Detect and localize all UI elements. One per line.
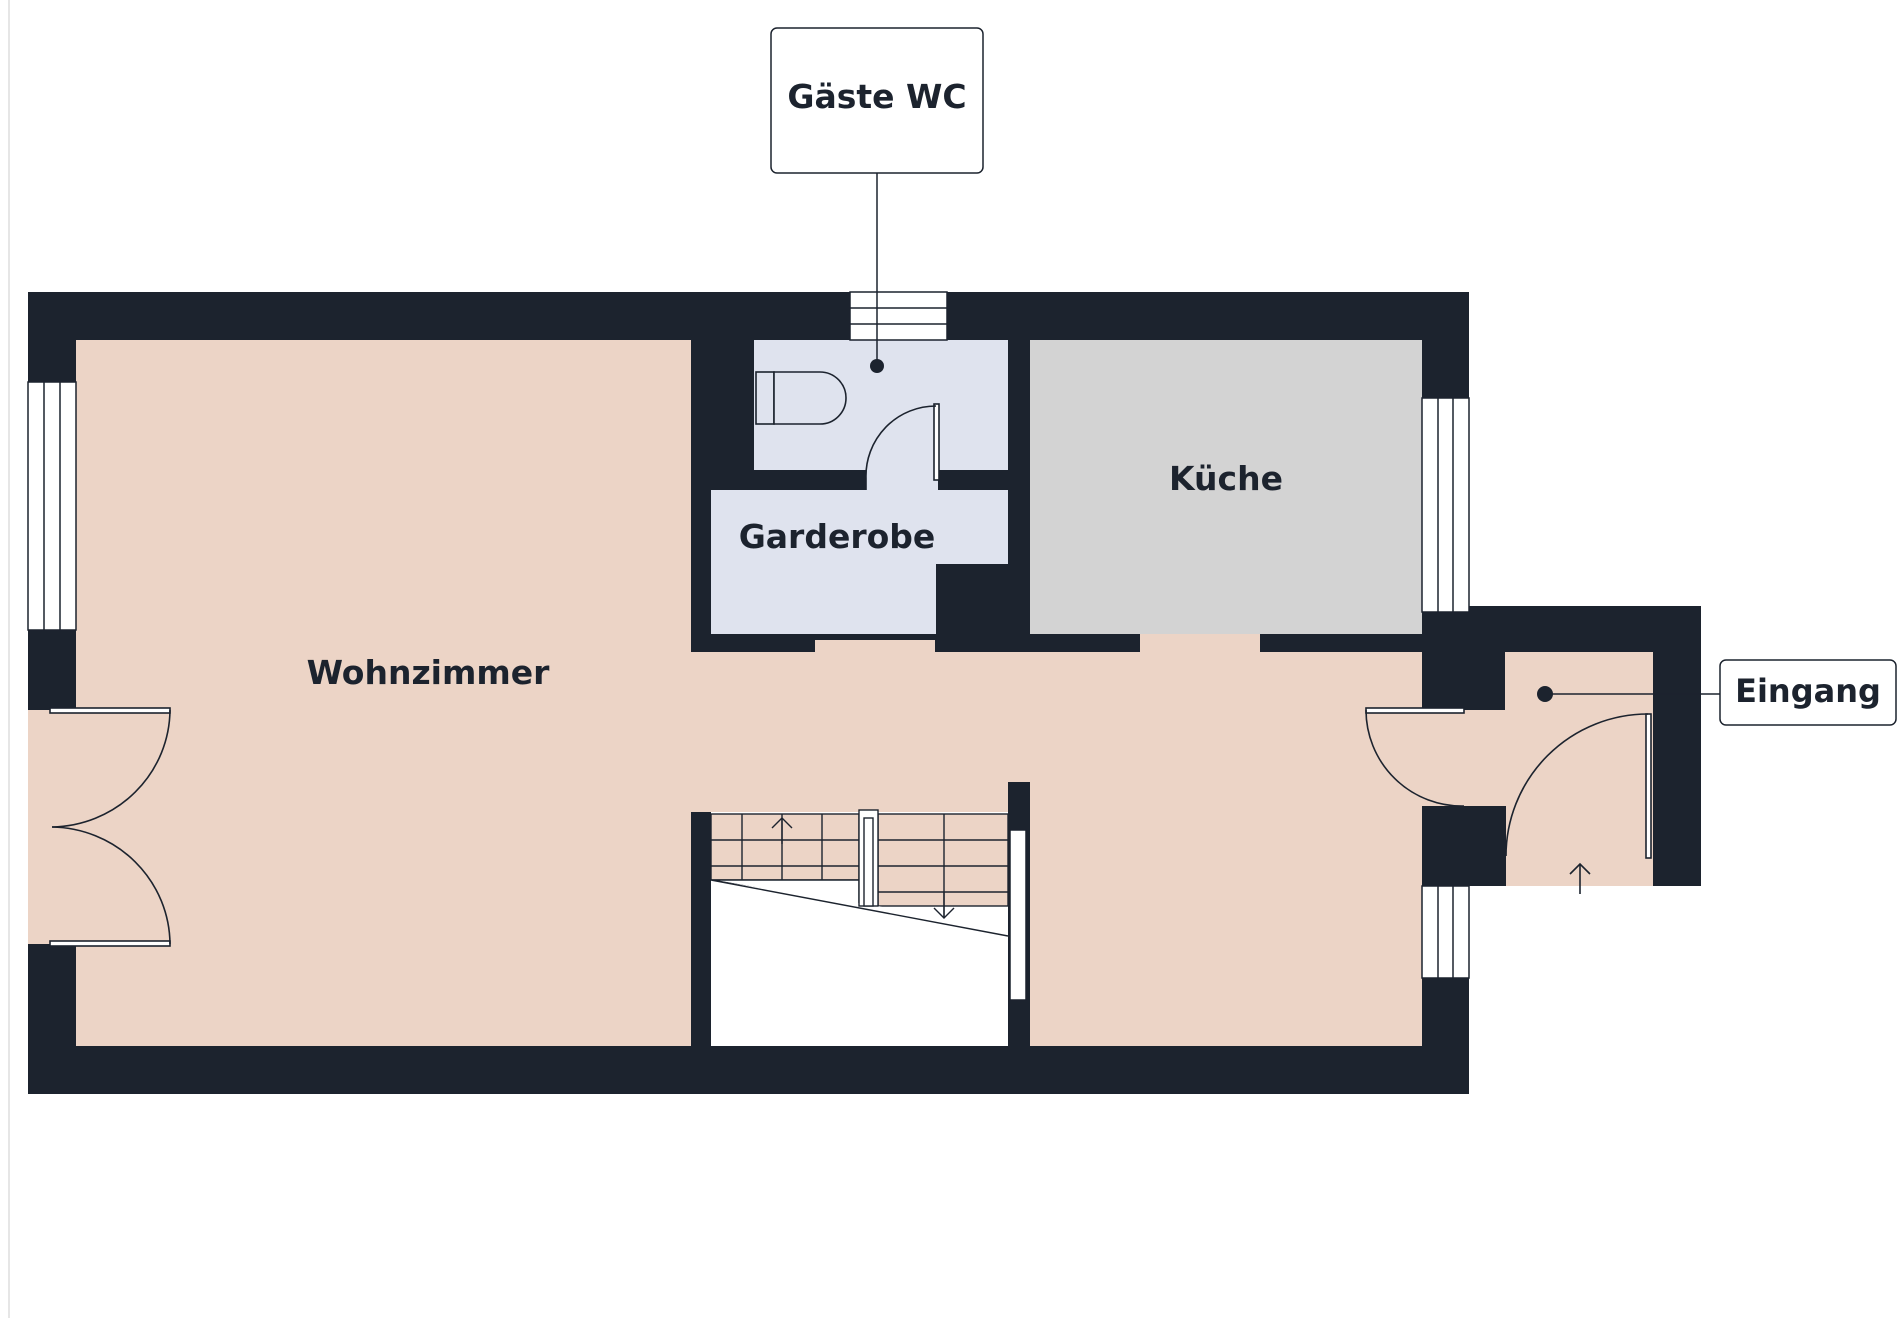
floor-garderobe [711,490,1008,564]
floor-kueche [1030,340,1422,634]
door-hallway [1365,707,1465,807]
floor-eingang-link [1422,710,1506,806]
door-terrace-leaf-bottom [49,940,171,947]
callout-eingang-dot [1537,686,1553,702]
wall-eingang-inner-bottom [1422,806,1506,886]
floor-eingang [1505,652,1653,886]
toilet-tank [755,371,775,425]
door-wc-leaf [933,403,940,481]
room-label-wohnzimmer: Wohnzimmer [307,653,551,692]
window-living-left [27,381,77,631]
door-terrace-leaf-top [49,707,171,714]
stair-down-arrow-head [933,907,955,919]
door-terrace-arc-top [51,709,171,828]
door-wc [865,403,940,490]
stair-cut-line [710,879,1009,937]
stair-left-flight [710,813,860,881]
callout-eingang-box [1719,659,1897,726]
staircase [710,809,1009,1046]
stair-railing [1009,829,1027,1001]
floors [28,340,1653,1046]
door-eingang-arc [1505,713,1649,857]
door-eingang-leaf [1645,713,1652,859]
stair-up-arrow-head [771,817,793,829]
entry-arrow-icon [1569,862,1591,894]
door-hallway-leaf [1365,707,1465,714]
door-hallway-arc [1365,709,1465,807]
wall-stair-left [691,812,711,1046]
callout-eingang-label: Eingang [1735,672,1881,710]
door-terrace [49,707,171,947]
callout-gaeste-wc-dot [870,359,884,373]
floor-garderobe-lower [711,564,936,634]
toilet-icon [755,371,847,425]
callout-gaeste-wc-label: Gäste WC [787,77,966,116]
doors [49,371,1652,947]
floor-wohnzimmer [76,340,691,1046]
door-wc-arc [865,405,937,479]
door-terrace-arc-bottom [51,826,171,945]
entry-arrow-head [1569,862,1591,875]
stair-right-flight [877,813,1009,907]
toilet-bowl [773,371,847,425]
callout-gaeste-wc: Gäste WC [770,27,984,373]
room-label-garderobe: Garderobe [739,517,936,556]
wall-garderobe-block [936,564,1008,652]
floor-wc-door-gap [866,470,938,490]
callout-eingang: Eingang [1537,659,1897,726]
floor-kitchen-link [1140,634,1260,656]
window-kueche [1421,397,1470,613]
window-hallway [1421,885,1470,979]
floor-corridor-link [815,640,935,656]
door-eingang [1505,713,1652,859]
windows [27,291,1470,1001]
room-label-kueche: Küche [1169,459,1283,498]
window-wc [849,291,948,341]
stair-newel-inner [863,817,874,907]
callout-gaeste-wc-box [770,27,984,174]
